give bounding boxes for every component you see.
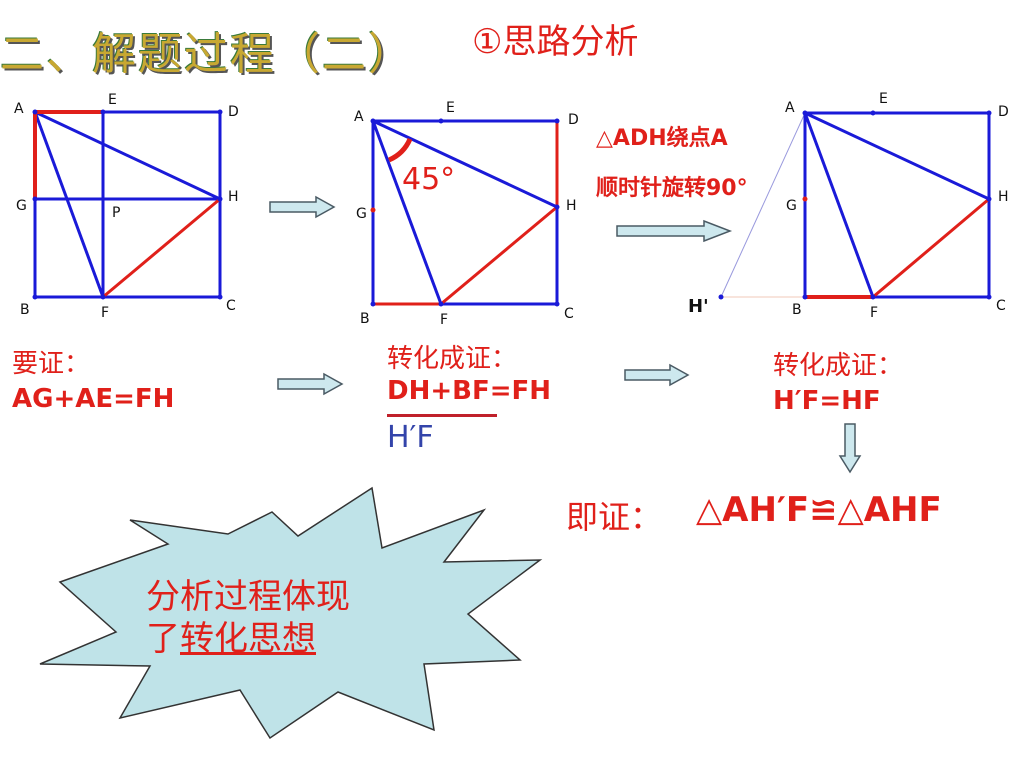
figure-2 <box>370 118 560 307</box>
burst-line2-underlined: 转化思想 <box>180 619 316 659</box>
fig1-label-b: B <box>20 302 30 318</box>
fig3-label-f: F <box>870 305 879 321</box>
figure-3 <box>718 110 992 300</box>
fig3-line-af <box>803 112 875 298</box>
fig2-line-fh <box>440 205 558 306</box>
fig2-angle-arc <box>387 137 413 163</box>
fig3-label-a: A <box>785 100 795 116</box>
fig2-label-d: D <box>568 112 579 128</box>
fig1-line-fh <box>102 197 221 299</box>
fig1-label-a: A <box>14 101 24 117</box>
burst-line2-prefix: 了 <box>146 619 180 659</box>
fig2-label-a: A <box>354 109 364 125</box>
arrow-down-icon <box>838 423 862 474</box>
fig3-label-hprime: H' <box>688 296 709 317</box>
fig1-line-ah <box>34 110 221 201</box>
arrow-right-icon <box>624 363 690 387</box>
fig1-label-g: G <box>16 198 27 214</box>
prove3-formula: H′F=HF <box>773 386 881 416</box>
fig1-line-af <box>33 111 105 298</box>
burst-line1: 分析过程体现 <box>146 577 350 617</box>
fig3-label-e: E <box>879 91 888 107</box>
fig2-label-e: E <box>446 100 455 116</box>
fig2-label-b: B <box>360 311 370 327</box>
fig1-label-d: D <box>228 104 239 120</box>
fig3-label-g: G <box>786 198 797 214</box>
prove2-heading: 转化成证： <box>387 344 518 374</box>
fig3-label-h: H <box>998 189 1009 205</box>
burst-line2: 了转化思想 <box>146 618 316 660</box>
fig3-label-c: C <box>996 298 1006 314</box>
page-title: 二、解题过程（二） <box>0 29 414 80</box>
prove2-formula: DH+BF=FH <box>387 376 552 406</box>
prove2-replacement: H′F <box>387 420 434 455</box>
fig2-line-af <box>371 120 443 305</box>
fig2-label-f: F <box>440 312 449 328</box>
conclusion-prefix: 即证： <box>566 498 663 536</box>
rotation-note-line1: △ADH绕点A <box>596 126 728 151</box>
fig2-label-g: G <box>356 206 367 222</box>
fig1-square <box>33 110 222 299</box>
prove1-formula: AG+AE=FH <box>12 384 175 414</box>
fig3-line-ah <box>804 111 990 201</box>
fig1-label-f: F <box>101 305 110 321</box>
fig3-line-fh <box>872 197 990 299</box>
fig1-label-h: H <box>228 189 239 205</box>
conclusion-formula: △AH′F≌△AHF <box>696 490 942 530</box>
fig2-label-c: C <box>564 306 574 322</box>
fig1-label-p: P <box>112 205 121 221</box>
fig3-label-d: D <box>998 104 1009 120</box>
starburst-shape <box>39 486 543 740</box>
arrow-right-icon <box>616 219 733 243</box>
section-subtitle: ①思路分析 <box>472 22 639 62</box>
fig3-square <box>803 111 991 299</box>
figure-1 <box>32 109 223 300</box>
fig1-label-e: E <box>108 92 117 108</box>
prove3-heading: 转化成证： <box>773 351 904 381</box>
fig2-angle-label: 45° <box>402 162 456 197</box>
strike-bar <box>387 414 497 417</box>
fig2-label-h: H <box>566 198 577 214</box>
fig2-line-ah <box>372 119 558 209</box>
fig3-label-b: B <box>792 302 802 318</box>
fig3-line-ahprime <box>720 112 806 298</box>
prove1-heading: 要证： <box>12 349 91 379</box>
arrow-right-icon <box>269 195 336 219</box>
rotation-note-line2: 顺时针旋转90° <box>596 176 748 201</box>
fig1-label-c: C <box>226 298 236 314</box>
arrow-right-icon <box>277 372 344 396</box>
